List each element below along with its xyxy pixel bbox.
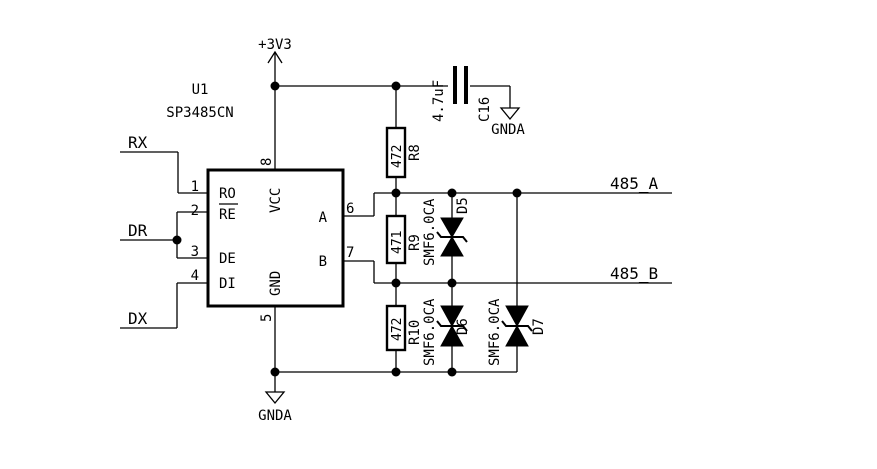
resistor-r10-ref: R10 <box>407 320 423 345</box>
supply-arrow-icon <box>267 50 283 64</box>
pin-3-number: 3 <box>191 244 199 260</box>
diode-d7-ref: D7 <box>531 318 547 335</box>
tvs-diode-d7-icon <box>501 305 533 347</box>
cap-ground-net-label: GNDA <box>491 122 525 138</box>
pin-4-number: 4 <box>191 268 199 284</box>
pin-7-number: 7 <box>346 245 354 261</box>
pin-2-number: 2 <box>191 203 199 219</box>
pin-1-number: 1 <box>191 179 199 195</box>
diode-d5-ref: D5 <box>455 197 471 214</box>
net-label-dr: DR <box>128 221 148 240</box>
diode-d6-ref: D6 <box>455 318 471 335</box>
diode-d6-part: SMF6.0CA <box>422 298 438 366</box>
resistor-r10-value: 472 <box>390 318 405 341</box>
ground-symbol-icon <box>264 391 286 405</box>
diode-d7-part: SMF6.0CA <box>487 298 503 366</box>
pin-6-number: 6 <box>346 201 354 217</box>
pin-8-number: 8 <box>259 158 275 166</box>
pin-5-number: 5 <box>259 314 275 322</box>
pin-a-label: A <box>319 210 328 226</box>
pin-ro-label: RO <box>219 186 236 202</box>
cap-ground-symbol-icon <box>499 107 521 121</box>
resistor-r9: 471 <box>385 214 407 265</box>
junctions <box>172 81 522 377</box>
resistor-r8-ref: R8 <box>407 144 423 161</box>
resistor-r8: 472 <box>385 126 407 179</box>
pin-di-label: DI <box>219 276 236 292</box>
ic-u1: U1 SP3485CN 1 RO 2 RE 3 DE 4 DI 6 A 7 B … <box>166 82 354 322</box>
net-label-485-b: 485_B <box>610 264 658 283</box>
net-label-dx: DX <box>128 309 148 328</box>
resistor-r10: 472 <box>385 304 407 352</box>
diode-d5-part: SMF6.0CA <box>422 198 438 266</box>
supply-net-label: +3V3 <box>258 37 292 53</box>
net-label-485-a: 485_A <box>610 174 659 193</box>
ic-part-number: SP3485CN <box>166 105 233 121</box>
pin-de-label: DE <box>219 251 236 267</box>
capacitor-c16 <box>453 66 468 104</box>
net-label-rx: RX <box>128 133 148 152</box>
ic-ref: U1 <box>192 82 209 98</box>
resistor-r9-ref: R9 <box>407 234 423 251</box>
pin-vcc-label: VCC <box>268 188 284 213</box>
tvs-diode-d6-icon <box>436 305 468 347</box>
pin-re-label: RE <box>219 207 236 223</box>
capacitor-ref: C16 <box>477 97 493 122</box>
resistor-r8-value: 472 <box>390 145 405 168</box>
pin-b-label: B <box>319 254 327 270</box>
capacitor-value: 4.7uF <box>431 80 447 122</box>
ground-net-label: GNDA <box>258 408 292 424</box>
tvs-diode-d5-icon <box>436 217 468 257</box>
resistor-r9-value: 471 <box>390 231 405 254</box>
pin-gnd-label: GND <box>268 271 284 296</box>
